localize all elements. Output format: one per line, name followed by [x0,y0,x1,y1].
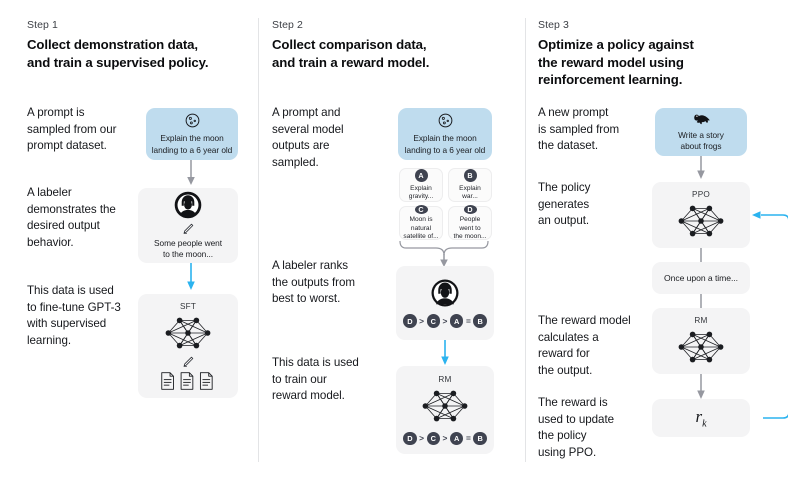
arrow-reward-feedback-loop [747,205,788,420]
rm-rank-op-3: = [465,433,471,444]
labeler-avatar-icon [431,279,459,307]
step-2-ranking-row: D > C > A = B [403,314,487,328]
step-1-sft-card[interactable]: SFT [138,294,238,398]
rm-rank-badge-1: D [403,431,417,446]
step-2-option-c[interactable]: C Moon is natural satellite of... [399,204,443,240]
step-2-paragraph-2: A labeler ranks the outputs from best to… [272,259,355,306]
step-2-title: Collect comparison data, and train a rew… [272,36,517,71]
step-2-paragraph-1: A prompt and several model outputs are s… [272,106,344,169]
step-3-prompt-card[interactable]: Write a story about frogs [655,108,747,156]
step-3-title-line-2: the reward model using [538,54,684,70]
sft-label: SFT [179,301,197,311]
documents-icon [161,371,213,390]
step-2-prompt-card[interactable]: Explain the moon landing to a 6 year old [398,108,492,160]
option-d-badge: D [463,204,477,214]
step-1-title-line-1: Collect demonstration data, [27,37,198,52]
step-3-title-line-1: Optimize a policy against [538,37,694,52]
option-a-badge: A [414,169,428,183]
step-1-title: Collect demonstration data, and train a … [27,36,257,71]
step-2-title-line-2: and train a reward model. [272,54,430,70]
step-1-paragraph-1: A prompt is sampled from our prompt data… [27,106,117,153]
step-2-ranking-card[interactable]: D > C > A = B [396,266,494,340]
frog-icon [694,114,710,124]
arrow-labeler-to-sft [186,263,196,291]
option-d-text: People went to the moon... [453,216,487,240]
rm-rank-badge-2: C [426,431,441,446]
neural-network-icon [678,331,724,362]
step-3-paragraph-3: The reward model calculates a reward for… [538,314,631,377]
step-3-column: Step 3 Optimize a policy against the rew… [525,0,788,479]
step-3-label: Step 3 [538,19,569,31]
option-a-text: Explain gravity... [408,184,434,200]
step-2-prompt-text: Explain the moon landing to a 6 year old [404,133,486,155]
step-2-paragraph-3: This data is used to train our reward mo… [272,356,359,403]
step-1-paragraph-2: A labeler demonstrates the desired outpu… [27,186,116,249]
rank-badge-3: A [449,314,464,328]
rm-rank-badge-4: B [473,431,487,446]
step-2-title-line-1: Collect comparison data, [272,37,427,52]
step-2-label: Step 2 [272,19,303,31]
rm-rank-badge-3: A [449,431,464,446]
column-divider-2 [525,18,526,462]
step-3-reward-card[interactable]: rk [652,399,750,437]
step-3-paragraph-2: The policy generates an output. [538,181,591,228]
step-3-paragraph-1: A new prompt is sampled from the dataset… [538,106,620,153]
step-2-column: Step 2 Collect comparison data, and trai… [258,0,525,479]
step-1-label: Step 1 [27,19,58,31]
step-3-rm-card[interactable]: RM [652,308,750,374]
step-2-rm-ranking-row: D > C > A = B [403,431,487,446]
arrow-ranking-to-rm [440,340,450,366]
rm-rank-op-1: > [419,433,425,444]
step-2-option-b[interactable]: B Explain war... [448,168,492,202]
reward-symbol: rk [695,407,706,429]
rm-label-step3: RM [694,315,708,325]
step-3-prompt-text: Write a story about frogs [678,129,724,151]
step-1-title-line-2: and train a supervised policy. [27,54,209,70]
rank-badge-1: D [403,314,417,328]
column-divider-1 [258,18,259,462]
ppo-label: PPO [692,189,710,199]
labeler-avatar-icon [174,191,202,218]
step-3-ppo-card[interactable]: PPO [652,182,750,248]
option-b-badge: B [463,169,477,183]
rm-label: RM [438,374,452,384]
step-2-option-d[interactable]: D People went to the moon... [448,204,492,240]
step-1-paragraph-3: This data is used to fine-tune GPT-3 wit… [27,284,121,347]
neural-network-icon [165,317,211,348]
step-1-column: Step 1 Collect demonstration data, and t… [0,0,258,479]
neural-network-icon [422,390,468,422]
step-2-rm-card[interactable]: RM [396,366,494,454]
step-3-output-card[interactable]: Once upon a time... [652,262,750,294]
reward-symbol-letter: r [695,406,703,426]
moon-icon [438,113,452,128]
step-1-labeler-text: Some people went to the moon... [154,237,222,259]
step-1-labeler-card[interactable]: Some people went to the moon... [138,188,238,263]
step-2-option-a[interactable]: A Explain gravity... [399,168,443,202]
option-b-text: Explain war... [459,184,481,200]
step-1-prompt-text: Explain the moon landing to a 6 year old [151,133,233,155]
arrow-rm-to-reward [696,374,706,400]
arrow-prompt-to-ppo [696,156,706,180]
option-c-text: Moon is natural satellite of... [403,216,439,240]
pencil-icon [183,356,193,367]
moon-icon [185,113,199,128]
arrow-prompt-to-labeler [186,160,196,186]
step-3-paragraph-4: The reward is used to update the policy … [538,396,615,459]
step-3-title: Optimize a policy against the reward mod… [538,36,783,89]
neural-network-icon [678,205,724,236]
rm-rank-op-2: > [442,433,448,444]
rank-op-3: = [465,315,471,326]
option-c-badge: C [414,204,428,214]
rank-op-2: > [442,315,448,326]
step-3-title-line-3: reinforcement learning. [538,72,683,87]
rank-op-1: > [419,315,425,326]
rank-badge-4: B [473,314,487,328]
pencil-icon [183,223,193,234]
step-1-prompt-card[interactable]: Explain the moon landing to a 6 year old [146,108,238,160]
reward-symbol-subscript: k [702,418,707,430]
step-3-output-text: Once upon a time... [663,273,739,283]
rank-badge-2: C [426,314,441,328]
arrow-options-to-ranking [397,240,495,268]
